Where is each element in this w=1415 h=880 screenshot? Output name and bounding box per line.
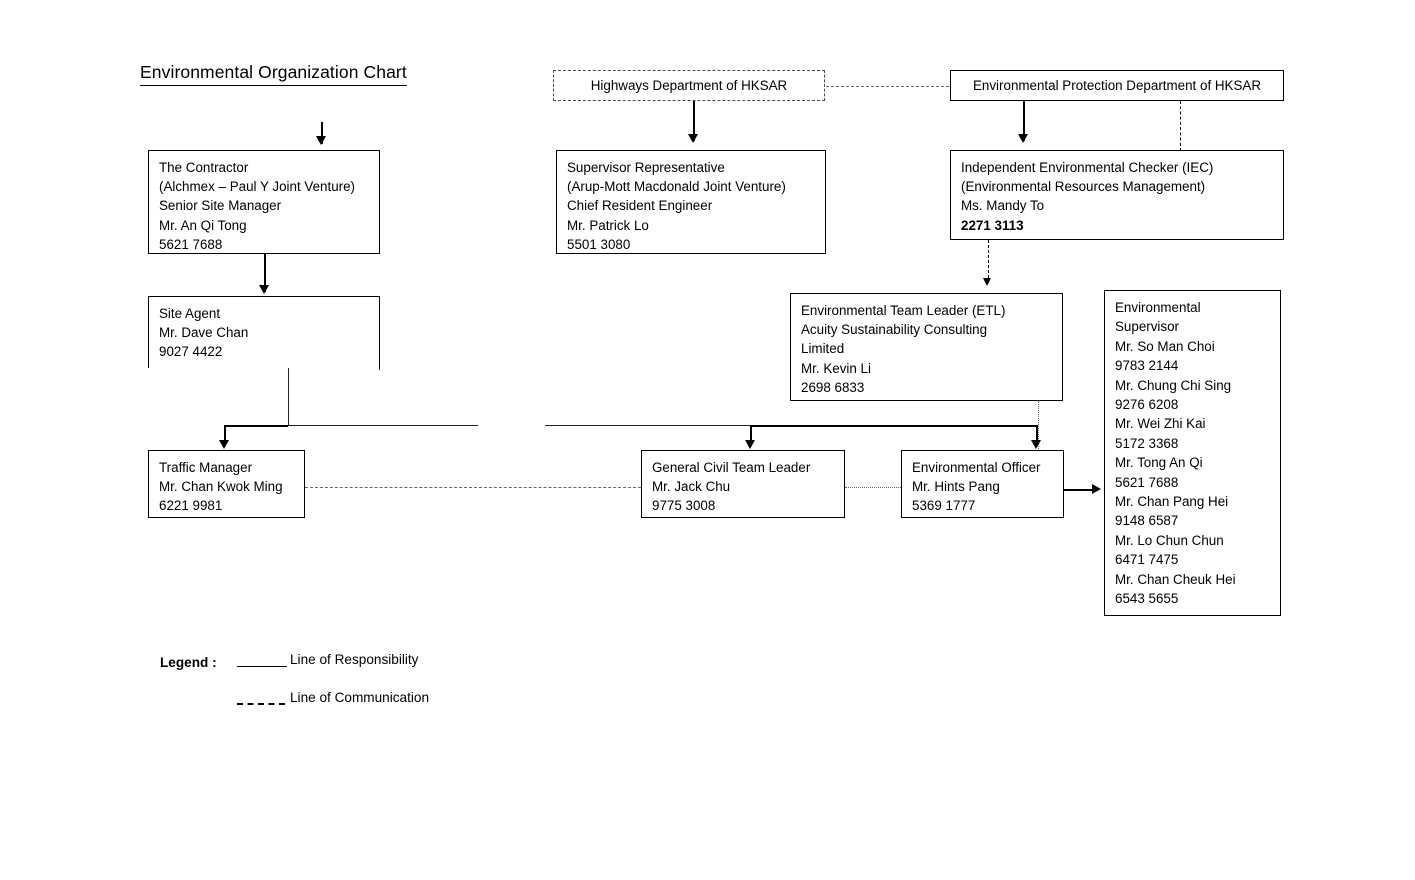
node-line: 6471 7475 bbox=[1115, 552, 1179, 568]
edge-to-traffic-manager-line bbox=[224, 425, 226, 445]
edge-highways-to-supervisor-arrowhead bbox=[688, 134, 698, 143]
node-line: Mr. Wei Zhi Kai bbox=[1115, 416, 1206, 432]
edge-to-env-officer-line bbox=[1036, 425, 1038, 445]
node-line: Supervisor Representative bbox=[567, 160, 725, 175]
node-line: Mr. Chan Cheuk Hei bbox=[1115, 571, 1236, 587]
bus-right-horizontal-main bbox=[750, 425, 1036, 427]
node-line: Independent Environmental Checker (IEC) bbox=[961, 160, 1214, 175]
node-line: 6543 5655 bbox=[1115, 591, 1179, 607]
edge-epd-to-iec-arrowhead bbox=[1018, 134, 1028, 143]
node-line: Mr. An Qi Tong bbox=[159, 217, 247, 233]
edge-iec-to-etl-arrowhead bbox=[983, 278, 991, 286]
site-agent-right-edge-extension bbox=[379, 368, 380, 370]
edge-general-civil-to-env-officer bbox=[845, 487, 901, 488]
edge-epd-to-iec-line bbox=[1023, 101, 1025, 141]
node-line: Limited bbox=[801, 341, 845, 357]
edge-site-agent-drop-line bbox=[288, 368, 289, 426]
edge-to-traffic-manager-arrowhead bbox=[219, 440, 229, 449]
node-supervisor-representative[interactable]: Supervisor Representative (Arup-Mott Mac… bbox=[556, 150, 826, 254]
node-line: Environmental Protection Department of H… bbox=[972, 78, 1262, 93]
node-line: Mr. Chan Pang Hei bbox=[1115, 494, 1229, 510]
node-line-phone: 2271 3113 bbox=[961, 217, 1024, 233]
node-line: 6221 9981 bbox=[159, 498, 223, 514]
node-line: 5621 7688 bbox=[159, 236, 223, 252]
node-line: 2698 6833 bbox=[801, 379, 865, 395]
node-line: 9783 2144 bbox=[1115, 358, 1179, 374]
node-general-civil-team-leader[interactable]: General Civil Team Leader Mr. Jack Chu 9… bbox=[641, 450, 845, 518]
node-line: Acuity Sustainability Consulting bbox=[801, 322, 988, 338]
contractor-top-arrowhead bbox=[316, 136, 326, 145]
node-line: Site Agent bbox=[159, 306, 221, 321]
edge-env-officer-to-supervisor-line bbox=[1064, 489, 1094, 491]
node-line: 5621 7688 bbox=[1115, 474, 1179, 490]
node-line: 5501 3080 bbox=[567, 236, 631, 252]
bus-right-horizontal-left bbox=[545, 425, 750, 426]
edge-contractor-to-site-agent-arrowhead bbox=[259, 285, 269, 294]
node-line: Mr. Jack Chu bbox=[652, 479, 731, 495]
node-line: 9148 6587 bbox=[1115, 513, 1179, 529]
legend-dashed-line-sample bbox=[237, 703, 285, 705]
legend-solid-line-sample bbox=[237, 666, 287, 667]
node-line: Mr. Lo Chun Chun bbox=[1115, 532, 1224, 548]
node-environmental-officer[interactable]: Environmental Officer Mr. Hints Pang 536… bbox=[901, 450, 1064, 518]
node-line: 9027 4422 bbox=[159, 344, 223, 360]
contractor-top-stub-line bbox=[321, 122, 323, 144]
node-line: Environmental bbox=[1115, 300, 1201, 315]
edge-iec-to-etl-line bbox=[988, 240, 989, 283]
node-line: Traffic Manager bbox=[159, 460, 253, 475]
node-traffic-manager[interactable]: Traffic Manager Mr. Chan Kwok Ming 6221 … bbox=[148, 450, 305, 518]
edge-epd-to-iec-dashed bbox=[1180, 101, 1181, 151]
node-line: Mr. Chung Chi Sing bbox=[1115, 377, 1232, 393]
node-line: Senior Site Manager bbox=[159, 198, 282, 214]
node-line: Chief Resident Engineer bbox=[567, 198, 713, 214]
node-site-agent[interactable]: Site Agent Mr. Dave Chan 9027 4422 bbox=[148, 296, 380, 368]
node-line: 5369 1777 bbox=[912, 498, 976, 514]
node-environmental-supervisor[interactable]: Environmental Supervisor Mr. So Man Choi… bbox=[1104, 290, 1281, 616]
edge-traffic-manager-to-general-civil bbox=[305, 487, 641, 488]
edge-to-env-officer-arrowhead bbox=[1031, 440, 1041, 449]
node-line: Mr. Dave Chan bbox=[159, 325, 249, 341]
node-line: 9775 3008 bbox=[652, 498, 716, 514]
edge-highways-to-epd bbox=[826, 86, 949, 87]
node-line: Supervisor bbox=[1115, 319, 1180, 335]
node-line: Mr. Kevin Li bbox=[801, 360, 871, 376]
node-line: Highways Department of HKSAR bbox=[590, 78, 788, 93]
edge-to-general-civil-line bbox=[750, 425, 752, 445]
edge-contractor-to-site-agent-line bbox=[264, 254, 266, 292]
edge-env-officer-to-supervisor-arrowhead bbox=[1092, 484, 1101, 494]
node-line: Mr. Patrick Lo bbox=[567, 217, 649, 233]
node-line: Environmental Team Leader (ETL) bbox=[801, 303, 1006, 318]
node-line: (Arup-Mott Macdonald Joint Venture) bbox=[567, 179, 786, 195]
legend-communication-text: Line of Communication bbox=[290, 690, 430, 705]
node-contractor[interactable]: The Contractor (Alchmex – Paul Y Joint V… bbox=[148, 150, 380, 254]
bus-left-horizontal bbox=[224, 425, 288, 427]
node-line: 9276 6208 bbox=[1115, 397, 1179, 413]
node-line: Mr. Tong An Qi bbox=[1115, 455, 1203, 471]
node-line: Environmental Officer bbox=[912, 460, 1041, 475]
edge-highways-to-supervisor-line bbox=[693, 101, 695, 141]
node-etl[interactable]: Environmental Team Leader (ETL) Acuity S… bbox=[790, 293, 1063, 401]
node-line: General Civil Team Leader bbox=[652, 460, 811, 475]
node-line: The Contractor bbox=[159, 160, 249, 175]
node-epd[interactable]: Environmental Protection Department of H… bbox=[950, 70, 1284, 101]
edge-etl-to-env-officer-dotted bbox=[1038, 401, 1039, 451]
legend-label: Legend : bbox=[160, 655, 217, 670]
node-line: Mr. So Man Choi bbox=[1115, 338, 1215, 354]
node-line: Ms. Mandy To bbox=[961, 198, 1045, 214]
node-line: 5172 3368 bbox=[1115, 435, 1179, 451]
node-line: Mr. Chan Kwok Ming bbox=[159, 479, 283, 495]
edge-to-general-civil-arrowhead bbox=[745, 440, 755, 449]
page-title: Environmental Organization Chart bbox=[140, 62, 407, 86]
node-line: (Alchmex – Paul Y Joint Venture) bbox=[159, 179, 356, 195]
node-highways-department[interactable]: Highways Department of HKSAR bbox=[553, 70, 825, 101]
node-line: (Environmental Resources Management) bbox=[961, 179, 1206, 195]
node-iec[interactable]: Independent Environmental Checker (IEC) … bbox=[950, 150, 1284, 240]
bus-left-horizontal-ext bbox=[288, 425, 478, 426]
legend-responsibility-text: Line of Responsibility bbox=[290, 652, 419, 667]
node-line: Mr. Hints Pang bbox=[912, 479, 1000, 495]
